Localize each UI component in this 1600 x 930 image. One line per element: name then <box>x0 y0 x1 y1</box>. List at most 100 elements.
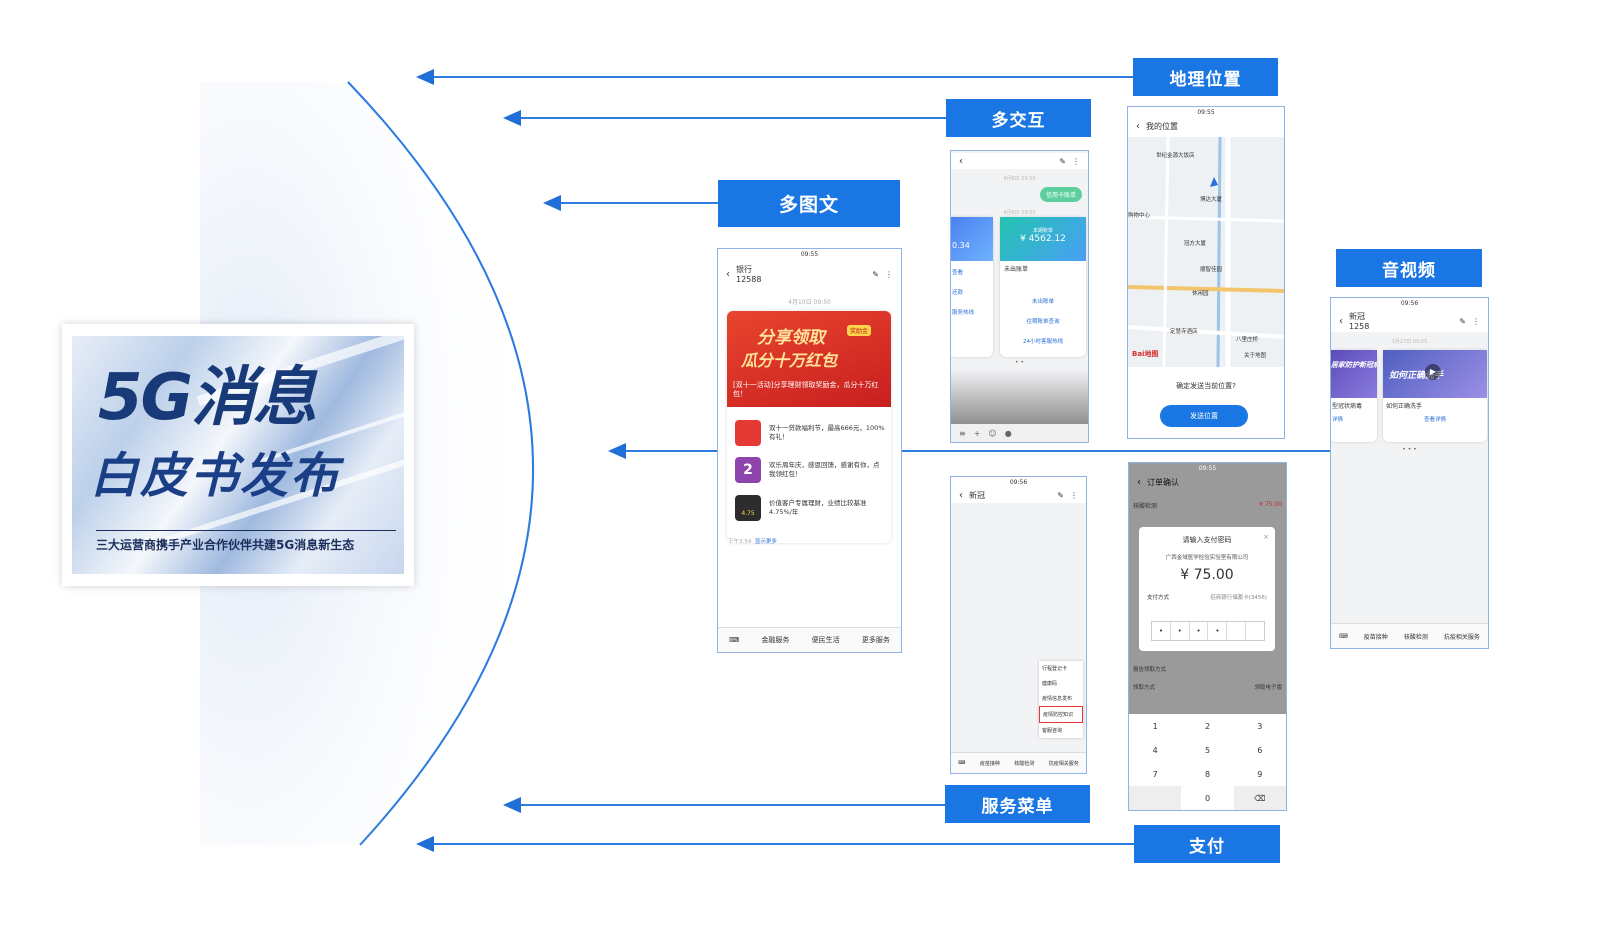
card-link[interactable]: 查看详情 <box>1423 417 1446 423</box>
tab-more[interactable]: 更多服务 <box>861 636 890 644</box>
tab-vaccine[interactable]: 疫苗接种 <box>979 760 1000 767</box>
more-icon[interactable]: ⋮ <box>1072 156 1080 166</box>
promo-banner[interactable]: 分享领取 瓜分十万红包 奖励金 [双十一活动]分享理财领取奖励金，瓜分十万红包！ <box>727 311 891 407</box>
keypad-key[interactable]: 9 <box>1257 769 1263 779</box>
video-card-left[interactable]: 居家防护新冠病毒 型冠状病毒 详情 <box>1331 350 1377 442</box>
backspace-icon[interactable]: ⌫ <box>1233 786 1286 810</box>
label-multi-graphic: 多图文 <box>718 180 900 227</box>
plus-icon[interactable]: + <box>973 428 981 438</box>
location-question: 确定发送当前位置? <box>1176 382 1236 390</box>
back-icon[interactable]: ‹ <box>1137 476 1141 488</box>
back-icon[interactable]: ‹ <box>959 155 963 167</box>
menu-item[interactable]: 行程登记卡 <box>1042 666 1068 672</box>
dialog-title: 请输入支付密码 <box>1182 536 1232 544</box>
keypad-key[interactable]: 4 <box>1152 745 1158 755</box>
phone-location: 09:55 ‹ 我的位置 世纪金源大饭店 博达大厦 冠方大厦 顺智佳园 休闲园 … <box>1127 106 1285 439</box>
send-location-button[interactable]: 发送位置 <box>1160 405 1248 427</box>
keypad-key[interactable]: 3 <box>1257 721 1263 731</box>
banner-title2: 瓜分十万红包 <box>741 351 838 370</box>
keypad-key[interactable]: 7 <box>1152 769 1158 779</box>
more-icon[interactable]: ⋮ <box>1472 316 1480 326</box>
keypad-key[interactable]: 8 <box>1204 769 1211 779</box>
card-left-action[interactable]: 还款 <box>952 290 964 296</box>
menu-item-selected[interactable]: 疫情防控知识 <box>1039 706 1083 723</box>
report-method-value[interactable]: 领取电子版 <box>1254 685 1282 691</box>
back-icon[interactable]: ‹ <box>726 268 730 280</box>
card-right-action[interactable]: 未出账单 <box>1031 299 1054 305</box>
keypad-key[interactable]: 5 <box>1204 745 1211 755</box>
back-icon[interactable]: ‹ <box>1136 120 1140 132</box>
sender-number: 12588 <box>736 275 762 284</box>
footer-link[interactable]: 显示更多 <box>754 539 777 545</box>
label-location: 地理位置 <box>1133 58 1278 96</box>
page-title: 订单确认 <box>1147 477 1179 487</box>
tab-nucleic-test[interactable]: 核酸检测 <box>1014 760 1035 767</box>
map-place: 博达大厦 <box>1200 197 1223 203</box>
banner-caption: [双十一活动]分享理财领取奖励金，瓜分十万红包！ <box>733 381 879 398</box>
service-menu-popup: 行程登记卡 健康码 疫情信息发布 疫情防控知识 客服咨询 <box>1039 661 1083 738</box>
video-thumbnail: 居家防护新冠病毒 <box>1331 350 1377 398</box>
edit-icon[interactable]: ✎ <box>872 269 879 279</box>
pay-method-label: 支付方式 <box>1147 595 1170 601</box>
card-left[interactable]: 0.34 查看 还款 服务热线 <box>951 217 993 357</box>
menu-item[interactable]: 疫情信息发布 <box>1042 696 1073 702</box>
card-right-header: 本期账单 ¥ 4562.12 <box>1000 217 1086 261</box>
edit-icon[interactable]: ✎ <box>1057 490 1064 500</box>
keypad-key[interactable]: 6 <box>1257 745 1263 755</box>
password-input[interactable]: • • • • <box>1151 621 1265 641</box>
list-item[interactable]: 双十一贷款福利节，最高666元，100%有礼！ <box>735 415 885 451</box>
rich-card[interactable]: 分享领取 瓜分十万红包 奖励金 [双十一活动]分享理财领取奖励金，瓜分十万红包！… <box>727 311 891 543</box>
play-icon[interactable]: ▶ <box>1425 364 1441 380</box>
card-left-action[interactable]: 查看 <box>952 270 964 276</box>
menu-item[interactable]: 健康码 <box>1042 681 1058 687</box>
mic-icon[interactable]: ● <box>1004 428 1012 438</box>
menu-item[interactable]: 客服咨询 <box>1042 728 1063 734</box>
tab-epidemic-service[interactable]: 抗疫相关服务 <box>1048 760 1079 767</box>
edit-icon[interactable]: ✎ <box>1459 316 1466 326</box>
tab-vaccine[interactable]: 疫苗接种 <box>1363 633 1388 641</box>
tab-finance[interactable]: 金融服务 <box>761 636 790 644</box>
card-right-action[interactable]: 24小时客服热线 <box>1023 339 1063 345</box>
card-right[interactable]: 本期账单 ¥ 4562.12 未出账单 未出账单 往期账单查询 24小时客服热线 <box>1000 217 1086 357</box>
keyboard-icon[interactable]: ⌨ <box>729 636 740 644</box>
card-left-amount: 0.34 <box>951 217 993 261</box>
list-item[interactable]: 2 欢乐周年庆，感恩回馈，感谢有你，点我领红包！ <box>735 451 885 489</box>
video-card-right[interactable]: 如何正确洗手 ▶ 如何正确洗手 查看详情 <box>1383 350 1487 442</box>
map-place: 冠方大厦 <box>1184 241 1207 247</box>
back-icon[interactable]: ‹ <box>959 489 963 501</box>
card-right-action[interactable]: 往期账单查询 <box>1026 319 1060 325</box>
anniversary-icon: 2 <box>735 457 761 483</box>
map-place: 休闲园 <box>1192 291 1209 297</box>
card-link[interactable]: 详情 <box>1332 417 1344 423</box>
tab-epidemic-service[interactable]: 抗疫相关服务 <box>1443 633 1480 641</box>
close-icon[interactable]: × <box>1263 533 1269 541</box>
video-thumbnail[interactable]: 如何正确洗手 ▶ <box>1383 350 1487 398</box>
chat-date: 3月27日 09:55 <box>1391 339 1428 345</box>
map[interactable]: 世纪金源大饭店 博达大厦 冠方大厦 顺智佳园 休闲园 定慧寺酒店 八里庄桥 购物… <box>1128 137 1284 367</box>
label-payment: 支付 <box>1134 825 1280 863</box>
pay-method-value[interactable]: 招商银行储蓄卡(3456) <box>1210 595 1267 601</box>
emoji-icon[interactable]: ☺ <box>988 428 997 438</box>
keyboard-icon[interactable]: ⌨ <box>958 760 966 766</box>
more-icon[interactable]: ⋮ <box>885 269 893 279</box>
chat-date: 4月6日 09:50 <box>1003 210 1036 216</box>
tab-nucleic-test[interactable]: 核酸检测 <box>1403 633 1428 641</box>
back-icon[interactable]: ‹ <box>1339 315 1343 327</box>
keypad-key[interactable]: 1 <box>1152 721 1158 731</box>
card-left-action[interactable]: 服务热线 <box>952 310 975 316</box>
status-time: 09:55 <box>800 251 819 258</box>
map-place: 世纪金源大饭店 <box>1156 153 1195 159</box>
keypad-key[interactable]: 0 <box>1204 793 1211 803</box>
card-right-amount: ¥ 4562.12 <box>1020 234 1066 244</box>
report-label: 报告领取方式 <box>1133 667 1167 673</box>
list-item[interactable]: 4.75 价值客户专属理财，业绩比较基准4.75%/年 <box>735 489 885 527</box>
tab-life[interactable]: 便民生活 <box>811 636 840 644</box>
more-icon[interactable]: ⋮ <box>1070 490 1078 500</box>
user-message-bubble: 信用卡账单 <box>1039 187 1082 202</box>
pay-password-dialog: 请输入支付密码 × 广西金域医学检验实验室有限公司 ¥ 75.00 支付方式 招… <box>1139 527 1275 651</box>
edit-icon[interactable]: ✎ <box>1059 156 1066 166</box>
keypad-key[interactable]: 2 <box>1204 721 1211 731</box>
keyboard-icon[interactable]: ⌨ <box>1339 632 1348 640</box>
status-time: 09:56 <box>1400 300 1419 307</box>
menu-icon[interactable]: ≡ <box>959 428 966 438</box>
